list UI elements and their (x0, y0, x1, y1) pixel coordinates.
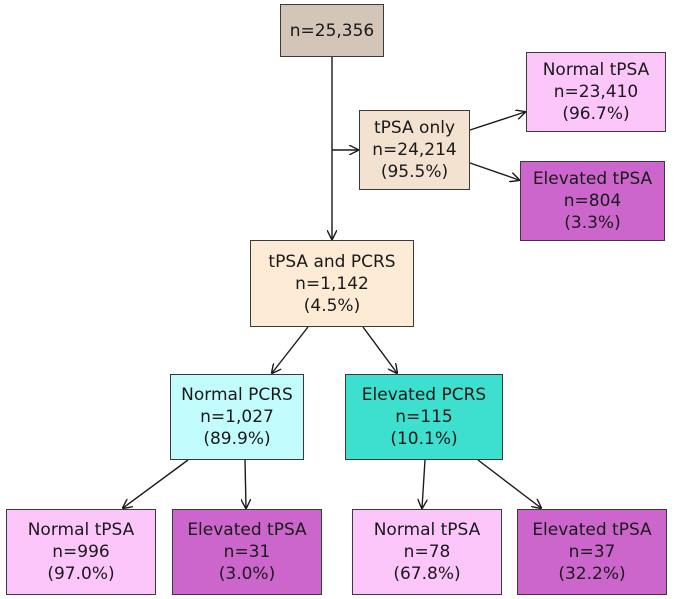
node-elevated-pcrs-elevated-tpsa-count: n=37 (568, 542, 616, 562)
node-elevated-pcrs-count: n=115 (395, 407, 453, 427)
node-total: n=25,356 (280, 4, 384, 57)
arrow-elevated-pcrs-to-normal-tpsa (422, 459, 425, 508)
node-normal-pcrs-percent: (89.9%) (203, 429, 271, 449)
node-normal-pcrs-label: Normal PCRS (181, 385, 293, 405)
node-normal-pcrs-elevated-tpsa-percent: (3.0%) (218, 564, 276, 584)
node-elevated-pcrs-elevated-tpsa-percent: (32.2%) (558, 564, 626, 584)
node-normal-pcrs: Normal PCRS n=1,027 (89.9%) (170, 374, 304, 460)
arrow-tpsa-only-to-normal (469, 112, 525, 131)
node-elevated-pcrs-elevated-tpsa-label: Elevated tPSA (532, 520, 652, 540)
node-tpsa-and-pcrs: tPSA and PCRS n=1,142 (4.5%) (250, 240, 414, 327)
node-elevated-pcrs-elevated-tpsa: Elevated tPSA n=37 (32.2%) (517, 509, 667, 595)
node-normal-pcrs-normal-tpsa-percent: (97.0%) (47, 564, 115, 584)
node-tpsa-only-count: n=24,214 (372, 140, 457, 160)
node-tpsa-only-elevated-count: n=804 (563, 191, 622, 211)
node-tpsa-only-percent: (95.5%) (380, 162, 449, 182)
node-tpsa-and-pcrs-percent: (4.5%) (303, 295, 361, 316)
node-tpsa-only-normal-count: n=23,410 (553, 82, 639, 102)
node-tpsa-only-elevated-label: Elevated tPSA (532, 169, 653, 189)
node-elevated-pcrs-normal-tpsa-label: Normal tPSA (373, 520, 481, 540)
node-normal-pcrs-elevated-tpsa-label: Elevated tPSA (187, 520, 307, 540)
node-tpsa-and-pcrs-count: n=1,142 (295, 273, 369, 294)
arrow-elevated-pcrs-to-elevated-tpsa (477, 459, 541, 508)
node-elevated-pcrs-percent: (10.1%) (390, 429, 458, 449)
node-tpsa-only-normal: Normal tPSA n=23,410 (96.7%) (526, 52, 666, 132)
node-tpsa-and-pcrs-label: tPSA and PCRS (268, 251, 396, 272)
node-elevated-pcrs: Elevated PCRS n=115 (10.1%) (345, 374, 503, 460)
node-elevated-pcrs-normal-tpsa-percent: (67.8%) (393, 564, 461, 584)
arrow-normal-pcrs-to-normal-tpsa (123, 459, 189, 508)
node-normal-pcrs-normal-tpsa-count: n=996 (52, 542, 110, 562)
node-tpsa-only-elevated-percent: (3.3%) (564, 213, 621, 233)
node-elevated-pcrs-normal-tpsa-count: n=78 (403, 542, 451, 562)
node-normal-pcrs-elevated-tpsa: Elevated tPSA n=31 (3.0%) (172, 509, 322, 595)
arrow-normal-pcrs-to-elevated-tpsa (245, 459, 246, 508)
arrow-tpsa-pcrs-to-normal-pcrs (272, 326, 309, 373)
node-normal-pcrs-normal-tpsa: Normal tPSA n=996 (97.0%) (6, 509, 156, 595)
node-tpsa-only-normal-label: Normal tPSA (542, 60, 650, 80)
node-tpsa-only-elevated: Elevated tPSA n=804 (3.3%) (520, 161, 665, 241)
arrow-tpsa-only-to-elevated (469, 162, 519, 180)
node-total-line-1: n=25,356 (289, 20, 375, 41)
node-elevated-pcrs-normal-tpsa: Normal tPSA n=78 (67.8%) (352, 509, 502, 595)
node-normal-pcrs-elevated-tpsa-count: n=31 (223, 542, 271, 562)
node-tpsa-only-normal-percent: (96.7%) (562, 104, 630, 124)
arrow-tpsa-pcrs-to-elevated-pcrs (362, 326, 397, 373)
node-normal-pcrs-normal-tpsa-label: Normal tPSA (27, 520, 135, 540)
node-tpsa-only: tPSA only n=24,214 (95.5%) (359, 110, 470, 190)
node-tpsa-only-label: tPSA only (373, 118, 455, 138)
node-elevated-pcrs-label: Elevated PCRS (361, 385, 487, 405)
node-normal-pcrs-count: n=1,027 (200, 407, 274, 427)
